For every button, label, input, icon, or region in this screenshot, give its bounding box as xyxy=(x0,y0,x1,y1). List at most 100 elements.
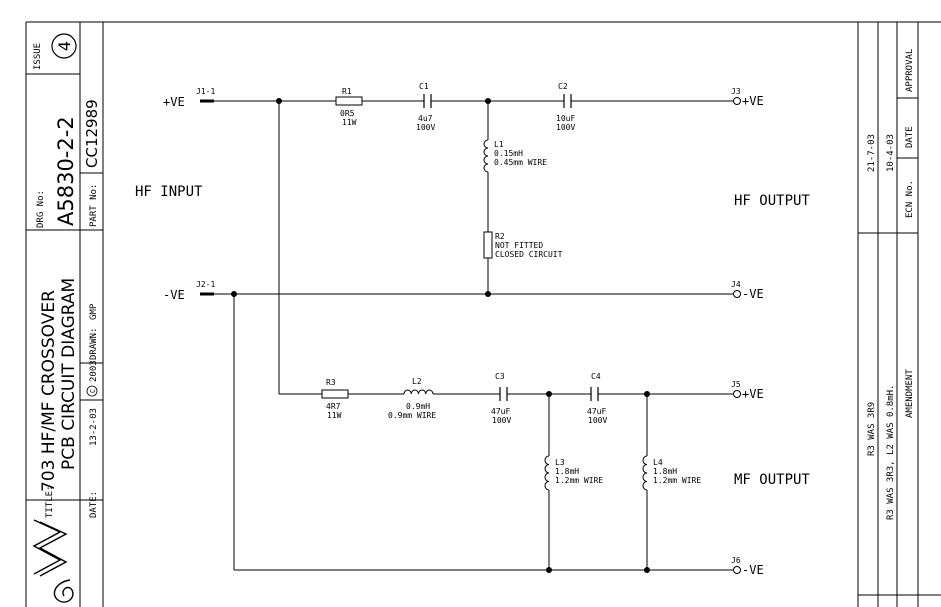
l3-value: 1.8mH xyxy=(555,467,579,476)
out-neg-j6: -VE xyxy=(742,563,764,577)
issue-circle xyxy=(51,33,77,59)
c1-ref: C1 xyxy=(419,82,429,91)
r1-rating: 11W xyxy=(342,118,357,127)
date-header: DATE xyxy=(905,126,915,148)
l2-wire: 0.9mm WIRE xyxy=(388,411,436,420)
part-number: CC12989 xyxy=(83,99,101,168)
terminal-j4 xyxy=(733,290,741,298)
revision-block: 21-7-03 10-4-03 R3 WAS 3R9 R3 WAS 3R3, L… xyxy=(867,49,915,520)
bw-logo xyxy=(32,519,74,603)
j4-label: J4 xyxy=(731,280,741,289)
inductor-l2 xyxy=(403,389,434,395)
capacitor-c3 xyxy=(499,387,508,401)
l2-value: 0.9mH xyxy=(406,402,430,411)
inductor-l4 xyxy=(642,455,648,491)
junction-dot xyxy=(546,567,552,573)
resistor-r1 xyxy=(335,96,363,106)
resistor-r3 xyxy=(321,389,349,399)
l1-wire: 0.45mm WIRE xyxy=(494,158,547,167)
out-pos-j5: +VE xyxy=(742,387,764,401)
c1-value: 4u7 xyxy=(418,114,433,123)
capacitor-c2 xyxy=(563,94,572,108)
junction-dot xyxy=(644,391,650,397)
junction-dot xyxy=(231,291,237,297)
inductor-l3 xyxy=(544,455,550,491)
issue-label: ISSUE xyxy=(33,43,43,70)
issue-number: 4 xyxy=(55,41,74,51)
r2-value: NOT FITTED xyxy=(495,241,543,250)
date-value: 13-2-03 xyxy=(89,408,99,446)
inductor-l1 xyxy=(483,139,489,173)
j1-label: J1-1 xyxy=(196,87,215,96)
ecn-header: ECN No. xyxy=(905,180,915,218)
capacitor-c4 xyxy=(590,387,599,401)
part-label: PART No: xyxy=(89,184,99,227)
input-neg-label: -VE xyxy=(163,288,185,302)
copyright-circle xyxy=(86,385,98,397)
rev-date-2: 10-4-03 xyxy=(886,134,896,172)
copyright-symbol: C xyxy=(89,389,97,393)
title-line2: PCB CIRCUIT DIAGRAM xyxy=(59,278,79,470)
rev-amend-2: R3 WAS 3R3, L2 WAS 0.8mH. xyxy=(886,385,896,520)
drawn-by: GMP xyxy=(89,303,99,320)
terminal-j3 xyxy=(733,97,741,105)
hf-output-label: HF OUTPUT xyxy=(734,193,810,209)
junction-dot xyxy=(276,98,282,104)
drg-number: A5830-2-2 xyxy=(54,116,78,226)
j3-label: J3 xyxy=(731,87,741,96)
c4-value: 47uF xyxy=(587,407,606,416)
out-neg-j4: -VE xyxy=(742,287,764,301)
l2-ref: L2 xyxy=(412,377,422,386)
c2-value: 10uF xyxy=(556,114,575,123)
r1-value: 0R5 xyxy=(340,109,355,118)
l3-wire: 1.2mm WIRE xyxy=(555,476,603,485)
rev-date-1: 21-7-03 xyxy=(867,134,877,172)
title-label: TITLE: xyxy=(45,485,55,518)
r2-note: CLOSED CIRCUIT xyxy=(495,250,563,259)
copyright-year: 2003 xyxy=(89,360,99,382)
date-label: DATE: xyxy=(89,491,99,518)
c2-ref: C2 xyxy=(558,82,568,91)
drg-label: DRG No: xyxy=(36,190,46,228)
rev-amend-1: R3 WAS 3R9 xyxy=(867,402,877,456)
r1-ref: R1 xyxy=(342,87,352,96)
junction-dot xyxy=(485,291,491,297)
title-line1: 703 HF/MF CROSSOVER xyxy=(39,290,59,492)
r2-ref: R2 xyxy=(495,232,505,241)
r3-value: 4R7 xyxy=(326,402,341,411)
c4-ref: C4 xyxy=(591,372,601,381)
junction-dot xyxy=(546,391,552,397)
out-pos-j3: +VE xyxy=(742,94,764,108)
hf-input-label: HF INPUT xyxy=(135,184,203,200)
terminal-j6 xyxy=(733,566,741,574)
approval-header: APPROVAL xyxy=(905,49,915,92)
title-block: ISSUE 4 DRG No: A5830-2-2 PART No: CC129… xyxy=(32,33,101,603)
j5-label: J5 xyxy=(731,380,741,389)
c3-rating: 100V xyxy=(492,416,511,425)
input-pos-label: +VE xyxy=(163,95,185,109)
l1-ref: L1 xyxy=(494,140,504,149)
c3-value: 47uF xyxy=(491,407,510,416)
l3-ref: L3 xyxy=(555,458,565,467)
terminal-j5 xyxy=(733,390,741,398)
amendment-header: AMENDMENT xyxy=(905,369,915,418)
l1-value: 0.15mH xyxy=(494,149,523,158)
c4-rating: 100V xyxy=(588,416,607,425)
l4-value: 1.8mH xyxy=(653,467,677,476)
c1-rating: 100V xyxy=(416,123,435,132)
l4-wire: 1.2mm WIRE xyxy=(653,476,701,485)
c2-rating: 100V xyxy=(556,123,575,132)
circuit xyxy=(200,100,734,571)
junction-dot xyxy=(644,567,650,573)
junction-dot xyxy=(485,98,491,104)
l4-ref: L4 xyxy=(653,458,663,467)
j2-label: J2-1 xyxy=(196,280,215,289)
mf-output-label: MF OUTPUT xyxy=(734,472,810,488)
capacitor-c1 xyxy=(423,94,432,108)
resistor-r2 xyxy=(483,231,493,259)
c3-ref: C3 xyxy=(495,372,505,381)
r3-rating: 11W xyxy=(327,411,342,420)
j6-label: J6 xyxy=(731,556,741,565)
r3-ref: R3 xyxy=(326,378,336,387)
